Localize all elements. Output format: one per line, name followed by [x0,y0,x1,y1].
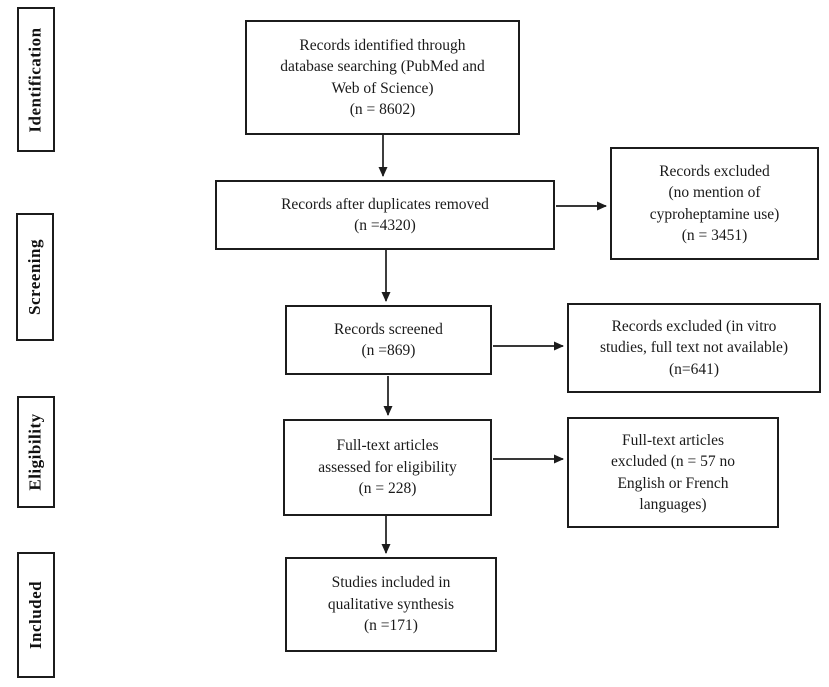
stage-box-screening: Screening [16,213,54,341]
stage-label-identification: Identification [26,26,46,133]
box-excluded-language-text: Full-text articles excluded (n = 57 no E… [610,431,736,513]
box-duplicates-removed-text: Records after duplicates removed (n =432… [281,195,489,234]
box-fulltext-assessed-text: Full-text articles assessed for eligibil… [318,437,457,498]
stage-box-included: Included [17,552,55,678]
box-excluded-language: Full-text articles excluded (n = 57 no E… [567,417,779,528]
box-excluded-invitro-text: Records excluded (in vitro studies, full… [599,317,789,378]
box-excluded-invitro: Records excluded (in vitro studies, full… [567,303,821,393]
box-records-identified-text: Records identified through database sear… [280,36,485,118]
box-records-identified: Records identified through database sear… [245,20,520,135]
stage-label-screening: Screening [25,239,44,315]
stage-label-included: Included [26,580,45,650]
box-records-screened-text: Records screened (n =869) [334,320,443,359]
box-excluded-no-mention-text: Records excluded (no mention of cyprohep… [649,162,780,244]
box-excluded-no-mention: Records excluded (no mention of cyprohep… [610,147,819,260]
box-records-screened: Records screened (n =869) [285,305,492,375]
box-fulltext-assessed: Full-text articles assessed for eligibil… [283,419,492,516]
stage-box-identification: Identification [17,7,55,152]
stage-label-eligibility: Eligibility [26,413,46,491]
box-studies-included: Studies included in qualitative synthesi… [285,557,497,652]
box-studies-included-text: Studies included in qualitative synthesi… [327,574,455,635]
stage-box-eligibility: Eligibility [17,396,55,508]
box-duplicates-removed: Records after duplicates removed (n =432… [215,180,555,250]
